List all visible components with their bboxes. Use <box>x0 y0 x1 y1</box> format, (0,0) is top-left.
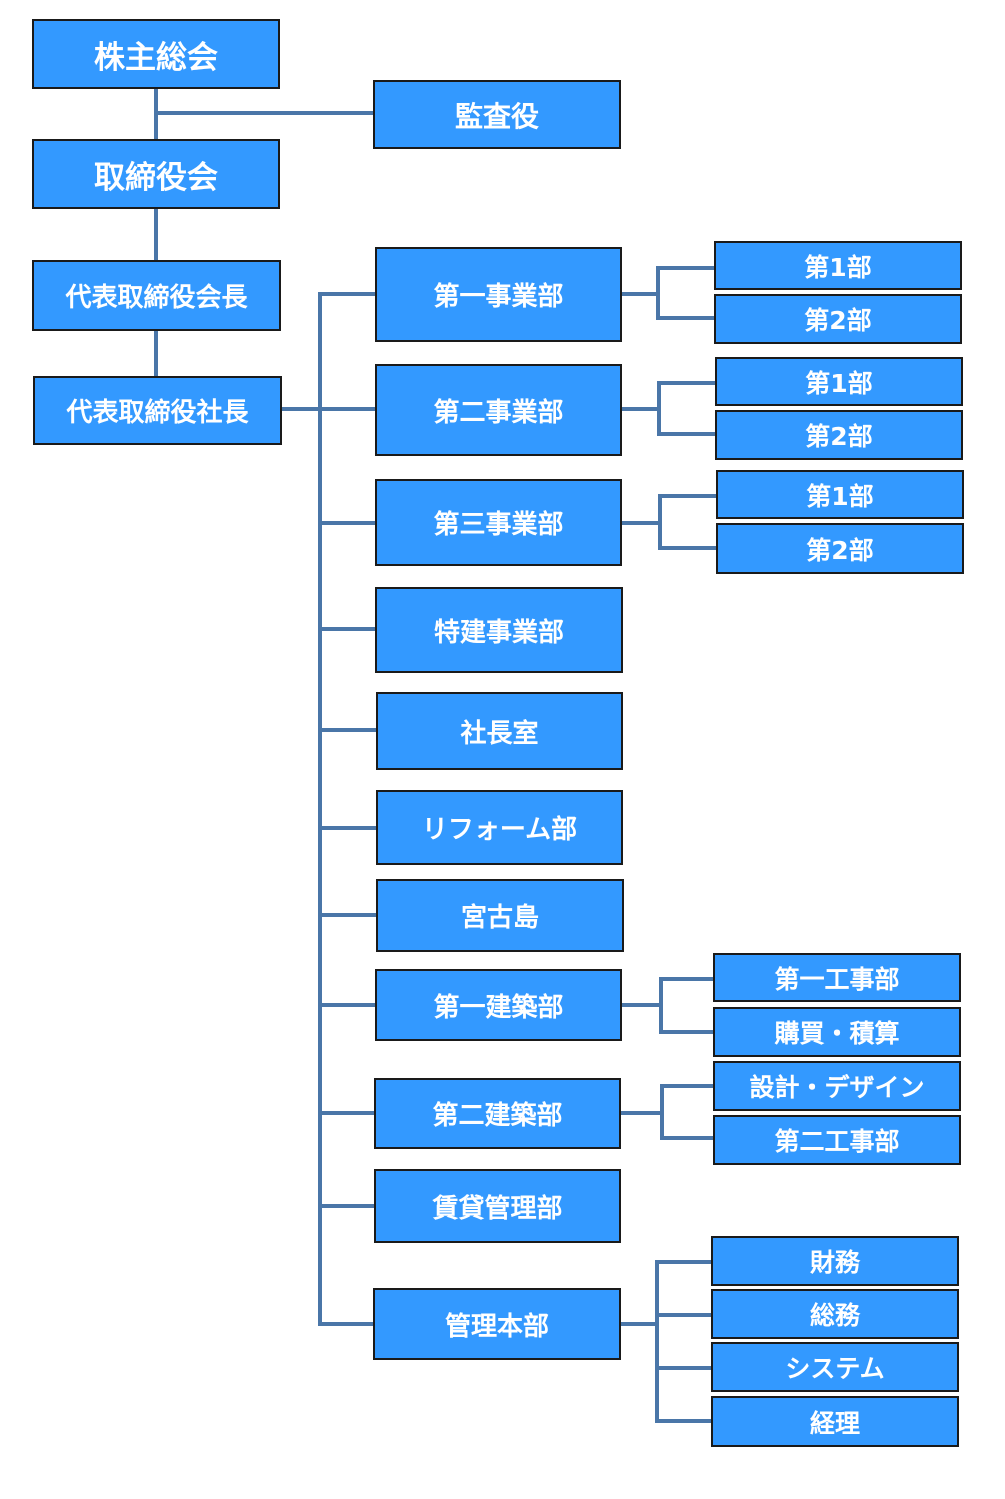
connector-line <box>659 1030 715 1034</box>
connector-line <box>318 1322 376 1326</box>
node-business-division-3: 第三事業部 <box>375 479 622 566</box>
connector-line <box>320 1111 376 1115</box>
connector-line <box>320 728 376 732</box>
node-system: システム <box>711 1342 959 1392</box>
connector-line <box>660 1084 715 1088</box>
connector-line <box>620 1003 661 1007</box>
connector-line <box>660 1136 715 1140</box>
node-president-office: 社長室 <box>376 692 623 770</box>
connector-line <box>320 826 376 830</box>
node-special-construction-division: 特建事業部 <box>375 587 623 673</box>
node-reform-division: リフォーム部 <box>376 790 623 865</box>
connector-line <box>320 913 376 917</box>
node-biz1-dept-2: 第2部 <box>714 294 962 344</box>
node-biz2-dept-1: 第1部 <box>715 357 963 406</box>
connector-line <box>320 1204 376 1208</box>
node-biz3-dept-2: 第2部 <box>716 523 964 574</box>
node-finance: 財務 <box>711 1236 959 1286</box>
node-construction-division-2: 第二建築部 <box>374 1078 621 1149</box>
node-chairman: 代表取締役会長 <box>32 260 281 331</box>
connector-line <box>656 266 716 270</box>
connector-line <box>320 1003 376 1007</box>
node-purchasing-estimating: 購買・積算 <box>713 1007 961 1057</box>
connector-line <box>318 292 322 1326</box>
node-design: 設計・デザイン <box>713 1061 961 1111</box>
connector-line <box>655 1260 659 1423</box>
node-auditor: 監査役 <box>373 80 621 149</box>
node-rental-management-division: 賃貸管理部 <box>374 1169 621 1243</box>
connector-line <box>320 292 376 296</box>
connector-line <box>281 407 322 411</box>
connector-line <box>619 1111 662 1115</box>
connector-line <box>154 207 158 261</box>
connector-line <box>658 494 718 498</box>
connector-line <box>660 1084 664 1140</box>
connector-line <box>620 292 658 296</box>
node-accounting: 経理 <box>711 1396 959 1447</box>
connector-line <box>320 627 376 631</box>
connector-line <box>620 521 660 525</box>
node-biz2-dept-2: 第2部 <box>715 410 963 460</box>
node-construction-works-2: 第二工事部 <box>713 1115 961 1165</box>
node-biz3-dept-1: 第1部 <box>716 470 964 519</box>
node-biz1-dept-1: 第1部 <box>714 241 962 290</box>
connector-line <box>655 1260 713 1264</box>
node-general-affairs: 総務 <box>711 1289 959 1339</box>
node-president: 代表取締役社長 <box>33 376 282 445</box>
connector-line <box>619 1322 659 1326</box>
node-administration-headquarters: 管理本部 <box>373 1288 621 1360</box>
node-business-division-2: 第二事業部 <box>375 364 622 456</box>
connector-line <box>657 381 661 435</box>
connector-line <box>655 1419 713 1423</box>
node-construction-division-1: 第一建築部 <box>375 969 622 1041</box>
connector-line <box>620 407 659 411</box>
connector-line <box>655 1366 713 1370</box>
connector-line <box>657 432 717 436</box>
connector-line <box>154 329 158 377</box>
node-shareholders-meeting: 株主総会 <box>32 19 280 89</box>
connector-line <box>320 521 376 525</box>
connector-line <box>156 111 374 115</box>
connector-line <box>656 266 660 318</box>
connector-line <box>657 381 717 385</box>
connector-line <box>659 977 715 981</box>
node-construction-works-1: 第一工事部 <box>713 953 961 1002</box>
connector-line <box>658 494 662 549</box>
connector-line <box>655 1313 713 1317</box>
node-board-of-directors: 取締役会 <box>32 139 280 209</box>
node-miyakojima: 宮古島 <box>376 879 624 952</box>
connector-line <box>659 977 663 1034</box>
connector-line <box>656 316 716 320</box>
node-business-division-1: 第一事業部 <box>375 247 622 342</box>
connector-line <box>320 407 376 411</box>
connector-line <box>658 546 718 550</box>
